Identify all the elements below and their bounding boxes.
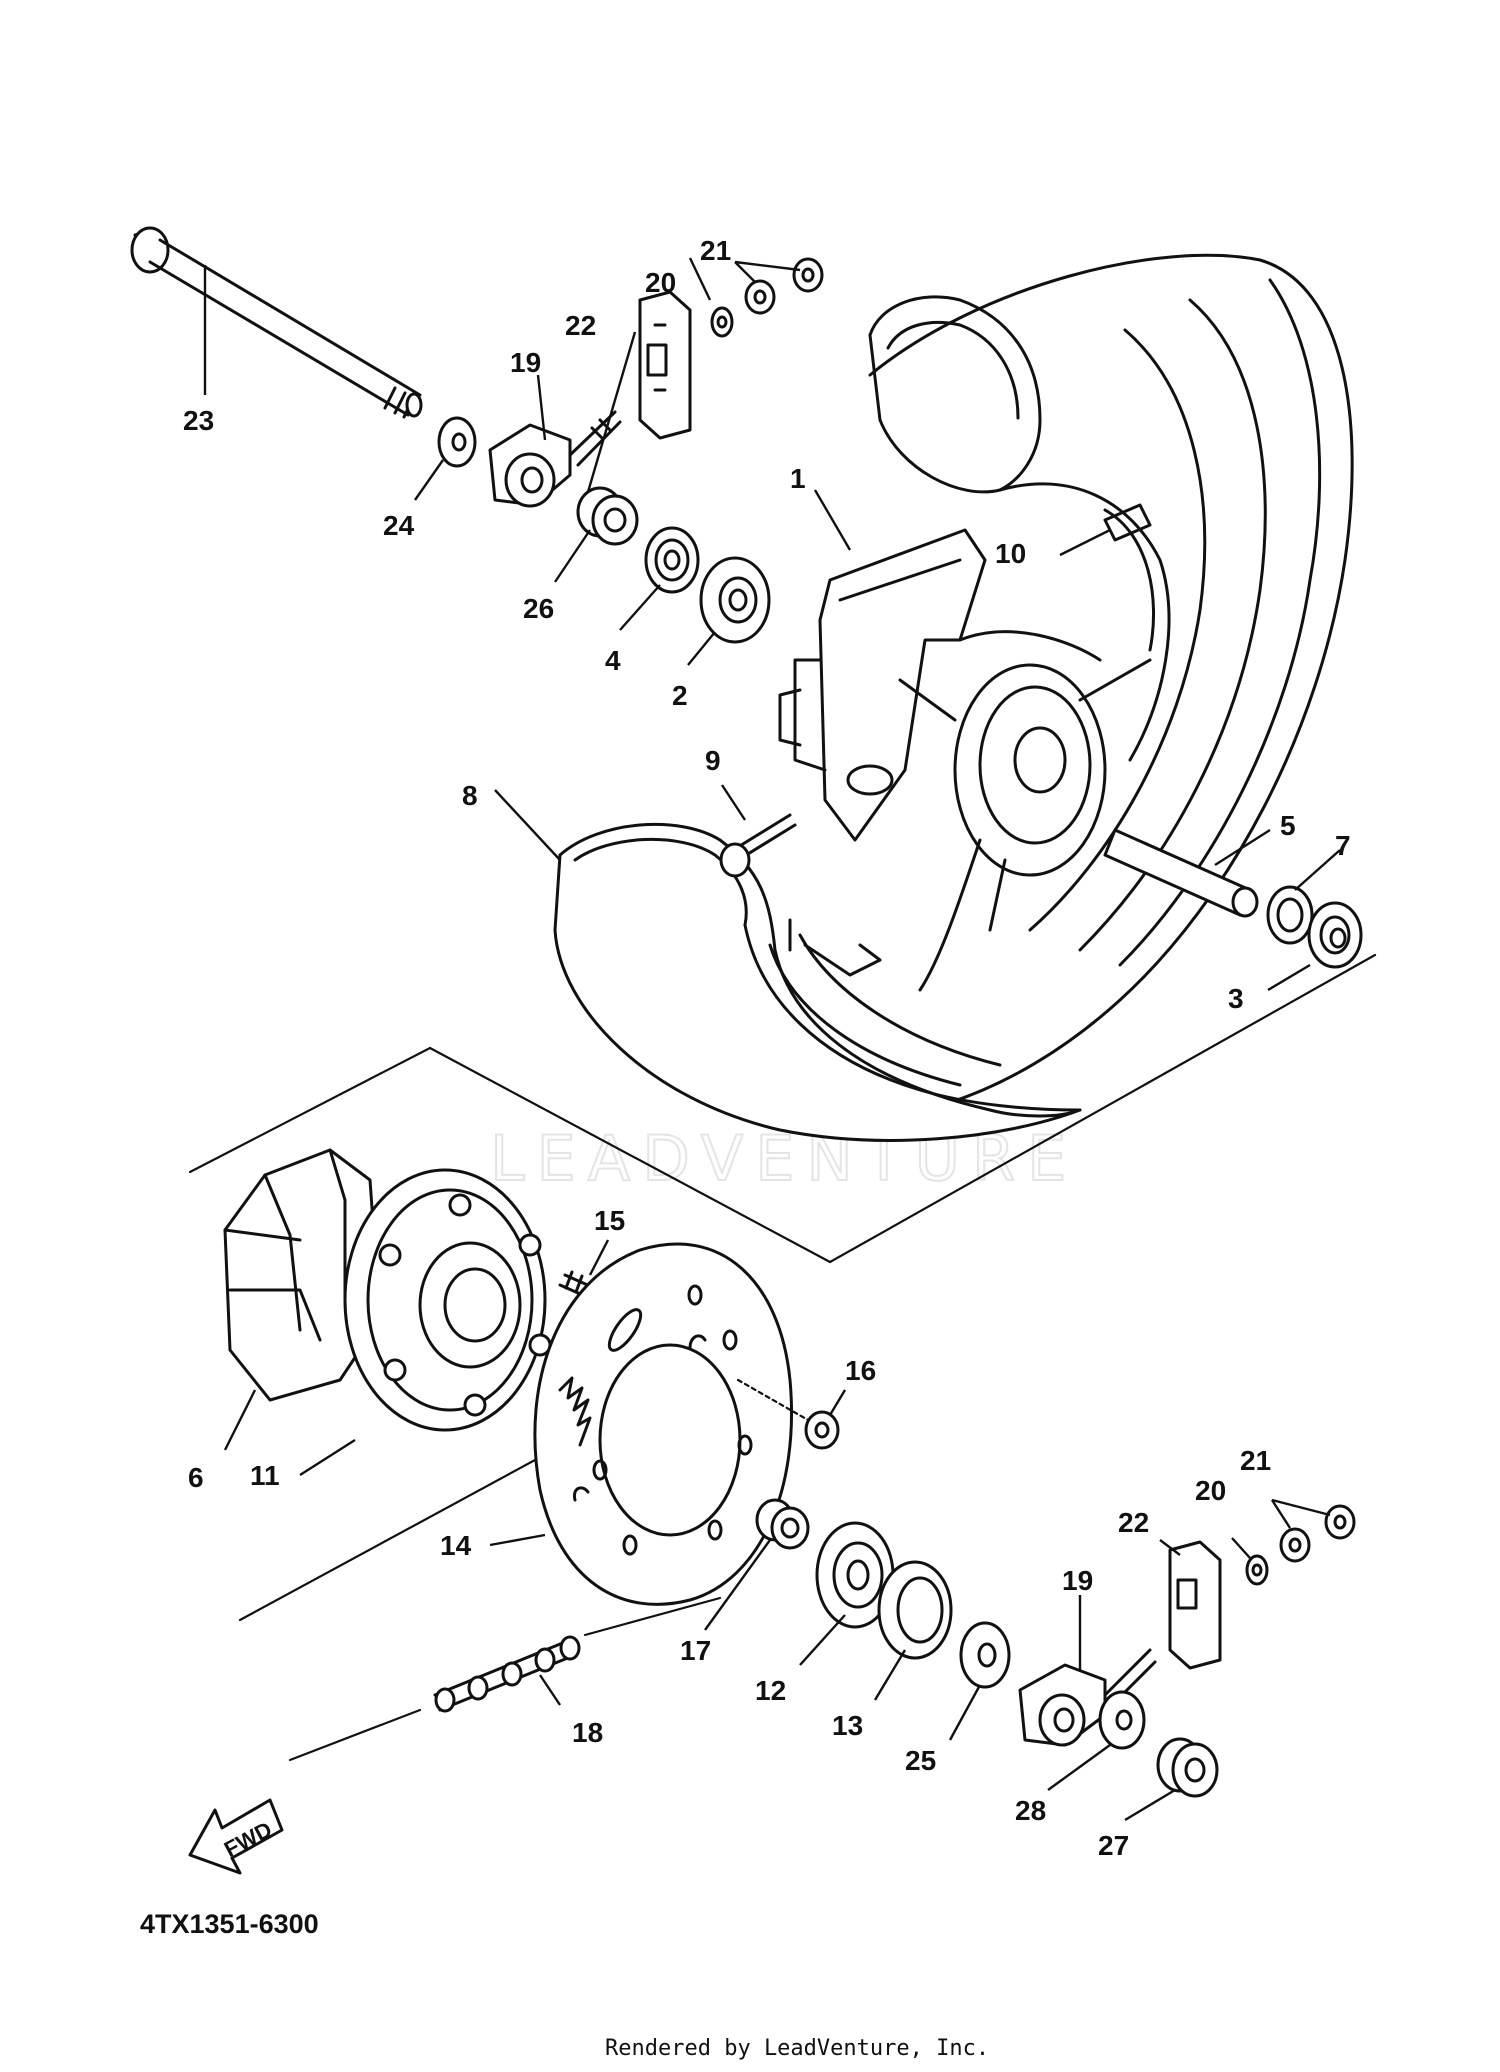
bearing-4 xyxy=(644,526,700,594)
collar-26 xyxy=(576,486,639,546)
callout-10: 10 xyxy=(995,538,1026,569)
sprocket-14 xyxy=(533,1242,793,1606)
chain-18 xyxy=(433,1635,581,1713)
callout-25: 25 xyxy=(905,1745,936,1776)
callout-2: 2 xyxy=(672,680,688,711)
chain-adjuster-top xyxy=(488,410,622,508)
leader-lines xyxy=(203,257,1341,1822)
callout-26: 26 xyxy=(523,593,554,624)
axle-nut-27 xyxy=(1156,1737,1219,1798)
washer-28 xyxy=(1098,1690,1146,1750)
callout-13: 13 xyxy=(832,1710,863,1741)
chain-adjuster-bottom xyxy=(1018,1648,1157,1747)
wheel-tire-assembly xyxy=(553,253,1363,1142)
callout-27: 27 xyxy=(1098,1830,1129,1861)
rendered-by-credit: Rendered by LeadVenture, Inc. xyxy=(605,2036,989,2061)
callout-21-bottom: 21 xyxy=(1240,1445,1271,1476)
callout-16: 16 xyxy=(845,1355,876,1386)
callout-22-bottom: 22 xyxy=(1118,1507,1149,1538)
nut-16 xyxy=(736,1378,840,1450)
washer-20-top xyxy=(710,306,734,338)
collar-25 xyxy=(959,1621,1011,1689)
callout-18: 18 xyxy=(572,1717,603,1748)
callout-12: 12 xyxy=(755,1675,786,1706)
callout-15: 15 xyxy=(594,1205,625,1236)
callout-17: 17 xyxy=(680,1635,711,1666)
washer-20-bottom xyxy=(1245,1554,1269,1586)
wheel-damper-6 xyxy=(223,1148,382,1402)
bearing-2 xyxy=(699,556,771,644)
axle-shaft xyxy=(130,226,423,419)
callout-20-top: 20 xyxy=(645,267,676,298)
callout-11: 11 xyxy=(250,1460,280,1491)
callout-6: 6 xyxy=(188,1462,204,1493)
nut-21-top-a xyxy=(744,279,776,315)
callout-labels: 1 2 3 4 5 6 7 8 9 10 11 12 13 14 15 16 1… xyxy=(183,235,1351,1861)
nut-21-bottom-b xyxy=(1324,1504,1356,1540)
oil-seal-13 xyxy=(877,1560,953,1660)
plate-22-top xyxy=(638,290,692,440)
callout-20-bottom: 20 xyxy=(1195,1475,1226,1506)
callout-1: 1 xyxy=(790,463,806,494)
callout-19-bottom: 19 xyxy=(1062,1565,1093,1596)
bearing-12 xyxy=(815,1521,895,1629)
nut-21-bottom-a xyxy=(1279,1527,1311,1563)
callout-14: 14 xyxy=(440,1530,472,1561)
callout-7: 7 xyxy=(1335,830,1351,861)
plate-22-bottom xyxy=(1168,1540,1222,1670)
nut-21-top-b xyxy=(792,257,824,293)
callout-21-top: 21 xyxy=(700,235,731,266)
washer-24 xyxy=(437,416,477,468)
forward-arrow-icon: FWD xyxy=(188,1798,284,1875)
callout-23: 23 xyxy=(183,405,214,436)
callout-24: 24 xyxy=(383,510,415,541)
callout-8: 8 xyxy=(462,780,478,811)
callout-19-top: 19 xyxy=(510,347,541,378)
hub-11 xyxy=(343,1168,552,1432)
callout-28: 28 xyxy=(1015,1795,1046,1826)
callout-5: 5 xyxy=(1280,810,1296,841)
diagram-code: 4TX1351-6300 xyxy=(140,1909,319,1939)
callout-3: 3 xyxy=(1228,983,1244,1014)
callout-4: 4 xyxy=(605,645,621,676)
collar-17 xyxy=(755,1498,810,1550)
callout-9: 9 xyxy=(705,745,721,776)
callout-22-top: 22 xyxy=(565,310,596,341)
